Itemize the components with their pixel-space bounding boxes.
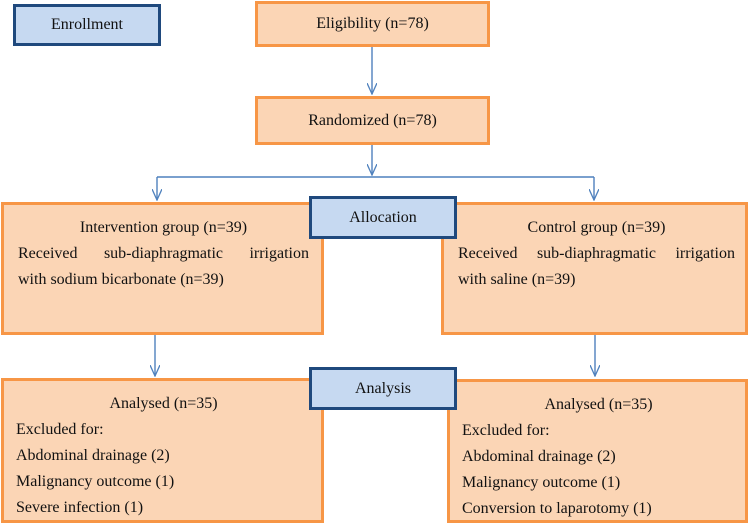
eligibility-text: Eligibility (n=78)	[316, 15, 429, 32]
allocation-stage-label: Allocation	[309, 196, 457, 239]
randomized-box: Randomized (n=78)	[255, 96, 490, 145]
control-title: Control group (n=39)	[527, 219, 666, 236]
intervention-detail-line1: Received sub-diaphragmatic irrigation	[18, 245, 309, 262]
control-detail-line2: with saline (n=39)	[458, 271, 576, 288]
analysis-left-box: Analysed (n=35) Excluded for: Abdominal …	[1, 378, 324, 523]
exclusion-reason: Abdominal drainage (2)	[16, 447, 170, 464]
exclusion-reason: Severe infection (1)	[16, 499, 144, 516]
exclusion-reason: Malignancy outcome (1)	[16, 473, 175, 490]
intervention-group-box: Intervention group (n=39) Received sub-d…	[1, 202, 324, 335]
analysis-right-excluded: Excluded for:	[462, 422, 550, 439]
analysis-right-box: Analysed (n=35) Excluded for: Abdominal …	[447, 379, 748, 523]
randomized-text: Randomized (n=78)	[308, 111, 437, 129]
control-group-box: Control group (n=39) Received sub-diaphr…	[441, 202, 748, 335]
exclusion-reason: Conversion to laparotomy (1)	[462, 500, 652, 517]
eligibility-box: Eligibility (n=78)	[255, 1, 490, 47]
intervention-detail-line2: with sodium bicarbonate (n=39)	[18, 271, 224, 288]
control-detail-line1: Received sub-diaphragmatic irrigation	[458, 245, 735, 262]
analysis-right-title: Analysed (n=35)	[544, 396, 653, 413]
analysis-stage-label: Analysis	[309, 367, 457, 410]
exclusion-reason: Malignancy outcome (1)	[462, 474, 621, 491]
exclusion-reason: Abdominal drainage (2)	[462, 448, 616, 465]
intervention-title: Intervention group (n=39)	[79, 219, 248, 236]
analysis-left-excluded: Excluded for:	[16, 421, 104, 438]
enrollment-stage-label: Enrollment	[13, 4, 161, 46]
analysis-left-title: Analysed (n=35)	[109, 395, 218, 412]
